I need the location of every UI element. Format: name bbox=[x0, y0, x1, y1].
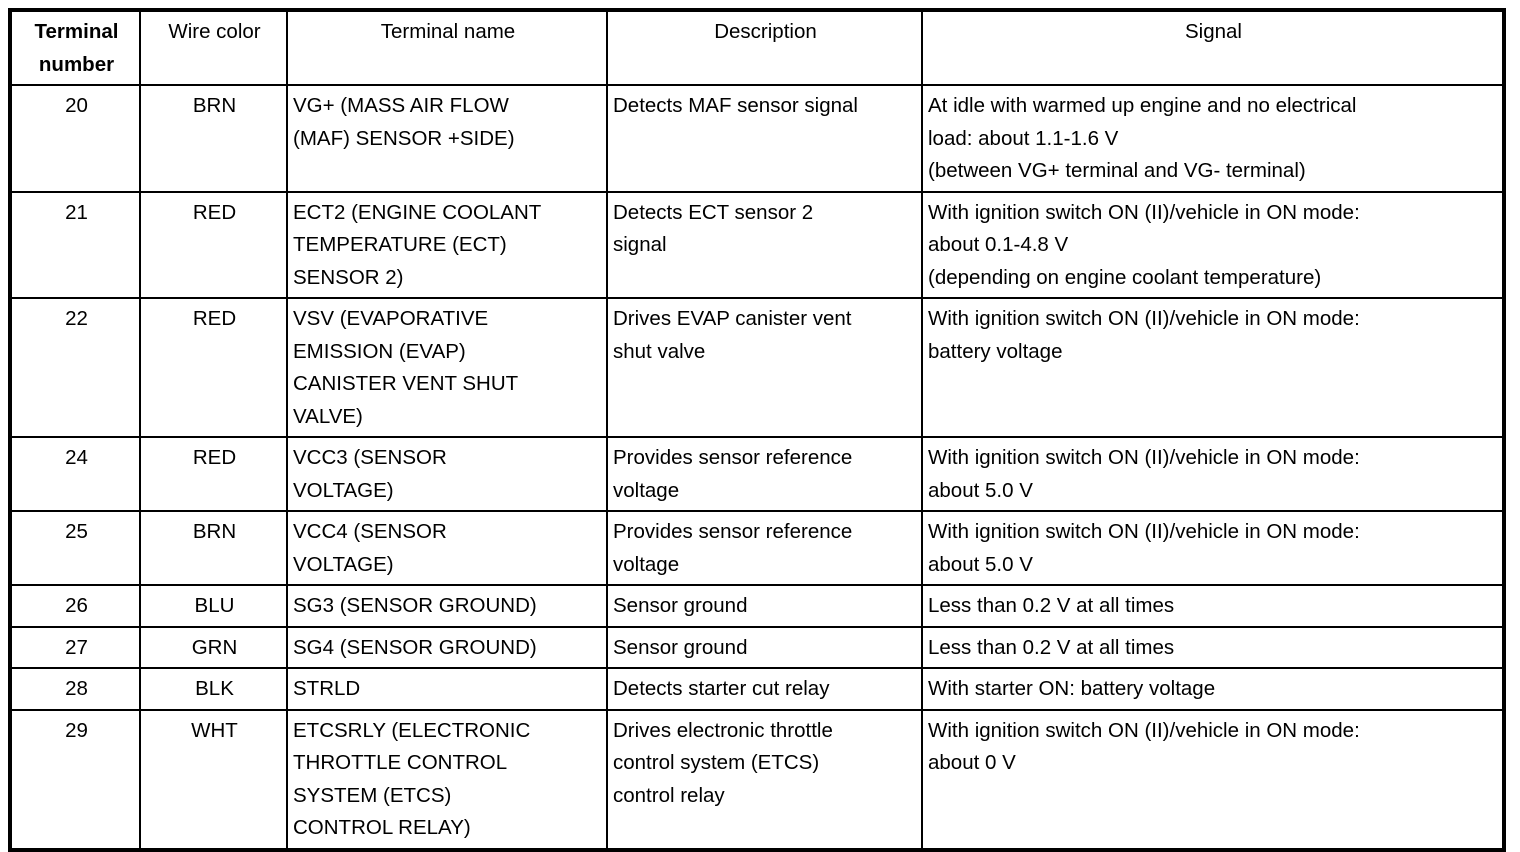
column-header-signal: Signal bbox=[921, 9, 1505, 86]
cell-terminal-number: 26 bbox=[9, 584, 141, 628]
cell-terminal-name: VG+ (MASS AIR FLOW (MAF) SENSOR +SIDE) bbox=[286, 84, 608, 193]
table-row: 21 RED ECT2 (ENGINE COOLANT TEMPERATURE … bbox=[9, 190, 1505, 299]
column-header-terminal-number: Terminal number bbox=[9, 9, 141, 86]
cell-description: Provides sensor reference voltage bbox=[606, 510, 923, 586]
cell-terminal-name: VSV (EVAPORATIVE EMISSION (EVAP) CANISTE… bbox=[286, 297, 608, 438]
cell-terminal-number: 24 bbox=[9, 436, 141, 512]
cell-wire-color: BRN bbox=[139, 510, 288, 586]
table-row: 28 BLK STRLD Detects starter cut relay W… bbox=[9, 667, 1505, 711]
cell-terminal-name: VCC4 (SENSOR VOLTAGE) bbox=[286, 510, 608, 586]
table-row: 29 WHT ETCSRLY (ELECTRONIC THROTTLE CONT… bbox=[9, 708, 1505, 851]
cell-terminal-number: 25 bbox=[9, 510, 141, 586]
cell-description: Detects MAF sensor signal bbox=[606, 84, 923, 193]
column-header-terminal-name: Terminal name bbox=[286, 9, 608, 86]
cell-wire-color: RED bbox=[139, 190, 288, 299]
cell-terminal-number: 22 bbox=[9, 297, 141, 438]
table-body: 20 BRN VG+ (MASS AIR FLOW (MAF) SENSOR +… bbox=[9, 84, 1505, 851]
cell-terminal-name: SG3 (SENSOR GROUND) bbox=[286, 584, 608, 628]
table-header: Terminal number Wire color Terminal name… bbox=[9, 9, 1505, 86]
cell-wire-color: RED bbox=[139, 297, 288, 438]
cell-signal: With ignition switch ON (II)/vehicle in … bbox=[921, 510, 1505, 586]
cell-terminal-number: 21 bbox=[9, 190, 141, 299]
cell-description: Provides sensor reference voltage bbox=[606, 436, 923, 512]
table-row: 24 RED VCC3 (SENSOR VOLTAGE) Provides se… bbox=[9, 436, 1505, 512]
column-header-wire-color: Wire color bbox=[139, 9, 288, 86]
cell-description: Drives electronic throttle control syste… bbox=[606, 708, 923, 851]
cell-terminal-name: VCC3 (SENSOR VOLTAGE) bbox=[286, 436, 608, 512]
cell-terminal-name: ETCSRLY (ELECTRONIC THROTTLE CONTROL SYS… bbox=[286, 708, 608, 851]
ecm-terminal-pinout-table: Terminal number Wire color Terminal name… bbox=[8, 8, 1506, 852]
cell-description: Detects ECT sensor 2 signal bbox=[606, 190, 923, 299]
cell-wire-color: WHT bbox=[139, 708, 288, 851]
column-header-description: Description bbox=[606, 9, 923, 86]
cell-terminal-number: 27 bbox=[9, 625, 141, 669]
cell-wire-color: RED bbox=[139, 436, 288, 512]
table-row: 26 BLU SG3 (SENSOR GROUND) Sensor ground… bbox=[9, 584, 1505, 628]
cell-terminal-name: STRLD bbox=[286, 667, 608, 711]
cell-signal: With ignition switch ON (II)/vehicle in … bbox=[921, 436, 1505, 512]
cell-terminal-number: 20 bbox=[9, 84, 141, 193]
cell-terminal-name: SG4 (SENSOR GROUND) bbox=[286, 625, 608, 669]
cell-wire-color: GRN bbox=[139, 625, 288, 669]
table-row: 22 RED VSV (EVAPORATIVE EMISSION (EVAP) … bbox=[9, 297, 1505, 438]
cell-signal: With starter ON: battery voltage bbox=[921, 667, 1505, 711]
cell-signal: With ignition switch ON (II)/vehicle in … bbox=[921, 190, 1505, 299]
cell-signal: At idle with warmed up engine and no ele… bbox=[921, 84, 1505, 193]
header-row: Terminal number Wire color Terminal name… bbox=[9, 9, 1505, 86]
cell-terminal-number: 29 bbox=[9, 708, 141, 851]
pinout-table-sheet: Terminal number Wire color Terminal name… bbox=[8, 8, 1506, 852]
table-row: 20 BRN VG+ (MASS AIR FLOW (MAF) SENSOR +… bbox=[9, 84, 1505, 193]
cell-description: Detects starter cut relay bbox=[606, 667, 923, 711]
cell-wire-color: BRN bbox=[139, 84, 288, 193]
cell-signal: With ignition switch ON (II)/vehicle in … bbox=[921, 708, 1505, 851]
cell-wire-color: BLU bbox=[139, 584, 288, 628]
cell-signal: Less than 0.2 V at all times bbox=[921, 625, 1505, 669]
cell-wire-color: BLK bbox=[139, 667, 288, 711]
cell-signal: With ignition switch ON (II)/vehicle in … bbox=[921, 297, 1505, 438]
cell-terminal-name: ECT2 (ENGINE COOLANT TEMPERATURE (ECT) S… bbox=[286, 190, 608, 299]
cell-description: Sensor ground bbox=[606, 584, 923, 628]
cell-terminal-number: 28 bbox=[9, 667, 141, 711]
table-row: 27 GRN SG4 (SENSOR GROUND) Sensor ground… bbox=[9, 625, 1505, 669]
cell-description: Drives EVAP canister vent shut valve bbox=[606, 297, 923, 438]
cell-description: Sensor ground bbox=[606, 625, 923, 669]
cell-signal: Less than 0.2 V at all times bbox=[921, 584, 1505, 628]
table-row: 25 BRN VCC4 (SENSOR VOLTAGE) Provides se… bbox=[9, 510, 1505, 586]
